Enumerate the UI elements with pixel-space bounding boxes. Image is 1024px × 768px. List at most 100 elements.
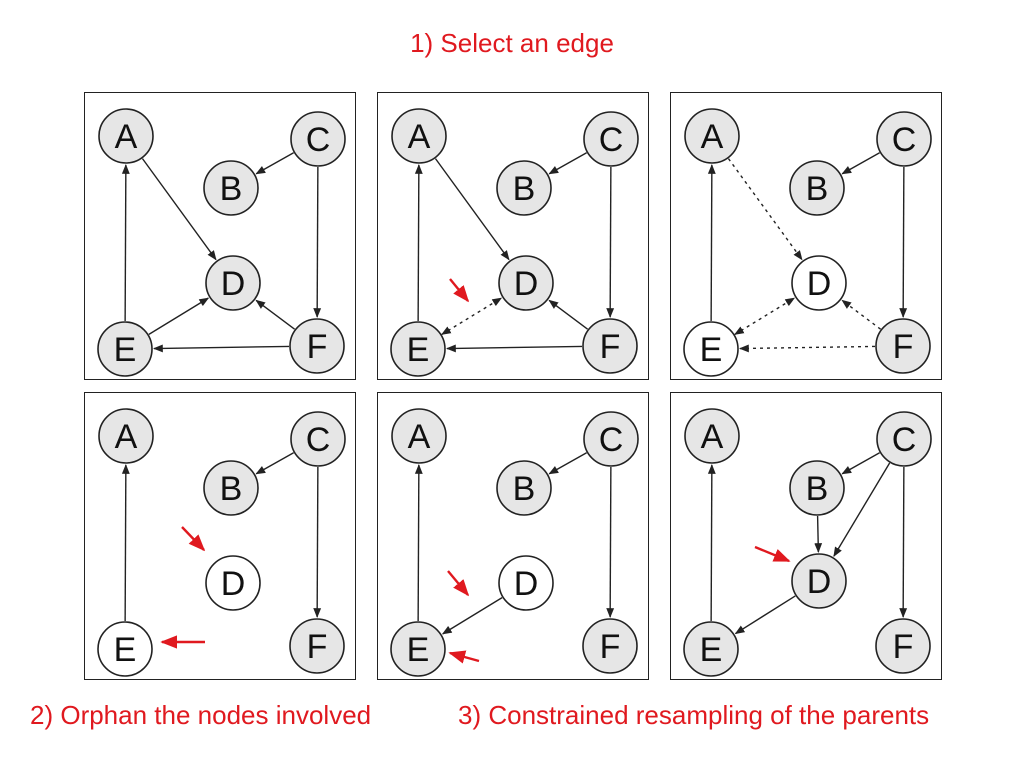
edge-C-F [313,466,322,618]
edge-B-D [814,515,823,553]
pointer-arrow-D-node [754,545,791,563]
edge-E-A [414,464,423,622]
node-f: F [582,318,638,374]
node-b: B [789,460,845,516]
node-label: D [514,565,539,603]
node-label: D [514,265,539,303]
node-a: A [391,108,447,164]
node-label: F [893,328,914,366]
node-d: D [498,555,554,611]
edge-F-D [841,299,882,330]
edge-F-E [153,344,290,353]
panel-bottom-middle: A B C D E F [377,392,649,680]
edge-E-A [414,164,423,322]
node-label: C [892,121,917,159]
node-a: A [391,408,447,464]
node-label: F [307,328,328,366]
node-label: D [807,265,832,303]
diagram-bottom-middle: A B C D E F [390,408,639,677]
node-d: D [791,255,847,311]
node-label: C [599,121,624,159]
edge-C-B [255,152,294,175]
node-label: C [892,421,917,459]
node-label: B [806,170,829,208]
edge-E-D [441,297,503,335]
caption-select-edge: 1) Select an edge [410,28,614,58]
edge-D-E [441,597,503,635]
edge-C-B [548,152,587,175]
node-a: A [684,108,740,164]
edge-C-F [606,166,615,318]
edge-A-D [727,158,803,261]
node-label: A [408,418,431,456]
node-c: C [290,111,346,167]
edge-C-F [899,466,908,618]
edge-F-D [255,299,296,330]
node-f: F [875,318,931,374]
node-label: B [220,170,243,208]
node-a: A [684,408,740,464]
caption-orphan-nodes: 2) Orphan the nodes involved [30,700,372,730]
node-label: D [221,565,246,603]
node-c: C [876,111,932,167]
node-label: B [513,470,536,508]
node-b: B [203,460,259,516]
node-label: F [307,628,328,666]
node-c: C [290,411,346,467]
edge-A-D [141,158,217,261]
edge-C-B [255,452,294,475]
node-label: E [407,631,430,669]
node-e: E [683,621,739,677]
node-label: A [701,118,724,156]
caption-constrained-resampling: 3) Constrained resampling of the parents [458,700,930,730]
node-e: E [97,321,153,377]
edge-F-E [739,344,876,353]
edge-C-B [841,452,880,475]
edge-C-D [833,462,891,557]
diagram-top-left: A B C D E F [97,108,346,377]
node-e: E [97,621,153,677]
node-f: F [875,618,931,674]
node-d: D [498,255,554,311]
edge-C-B [548,452,587,475]
node-label: B [220,470,243,508]
diagram-top-right: A B C D E F [683,108,932,377]
edge-F-E [446,344,583,353]
node-c: C [583,111,639,167]
node-b: B [496,160,552,216]
diagram-bottom-right: AB C D E F [683,408,932,677]
node-d: D [205,255,261,311]
node-d: D [205,555,261,611]
node-f: F [289,318,345,374]
node-label: E [700,331,723,369]
edge-A-D [434,158,510,261]
node-c: C [583,411,639,467]
panel-top-left: A B C D E F [84,92,356,380]
node-label: E [407,331,430,369]
pointer-arrow-DE-edge [447,570,470,597]
edge-D-E [734,595,796,635]
edge-E-A [121,164,130,322]
panel-top-middle: A B C D E F [377,92,649,380]
node-b: B [789,160,845,216]
node-f: F [289,618,345,674]
edge-E-A [707,464,716,622]
node-label: C [599,421,624,459]
node-label: E [114,331,137,369]
node-a: A [98,108,154,164]
pointer-arrow-E-node [448,650,480,664]
node-label: D [807,563,832,601]
node-label: F [600,328,621,366]
node-label: D [221,265,246,303]
edge-E-A [121,464,130,622]
panel-top-right: A B C D E F [670,92,942,380]
node-f: F [582,618,638,674]
edge-C-F [899,166,908,318]
diagram-top-middle: A B C D E F [390,108,639,377]
pointer-arrow-ED-edge [449,278,470,303]
node-label: A [115,118,138,156]
node-label: B [513,170,536,208]
pointer-arrow-D-node [181,526,206,552]
